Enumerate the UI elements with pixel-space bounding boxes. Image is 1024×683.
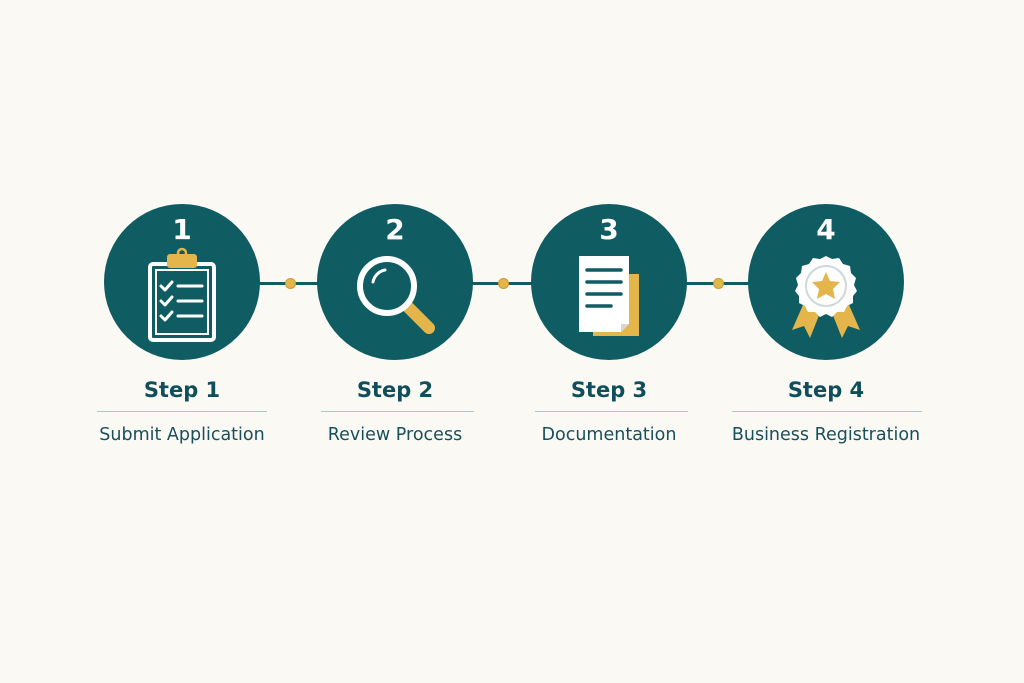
step-4: 4 Step 4 Business Registration [706,204,946,464]
step-2-title: Step 2 [356,378,434,402]
award-ribbon-icon [792,256,860,338]
step-1-title: Step 1 [143,378,221,402]
step-3-number: 3 [599,213,619,246]
step-2-number: 2 [385,213,405,246]
document-icon [579,256,639,336]
clipboard-checklist-icon [148,247,216,342]
magnifying-glass-icon [357,256,435,334]
step-2-divider [321,411,474,412]
step-2-description: Review Process [327,425,463,445]
step-1-number: 1 [172,213,192,246]
step-1-circle: 1 [104,204,260,360]
step-4-description: Business Registration [731,425,921,445]
step-4-divider [732,411,922,412]
step-1: 1 Step 1 Submit Application [62,204,302,464]
connector-dot-1-2 [285,278,296,289]
step-4-number: 4 [816,213,836,246]
step-3: 3 Step 3 Documentation [489,204,729,464]
step-3-title: Step 3 [570,378,648,402]
step-1-description: Submit Application [99,425,265,445]
connector-dot-2-3 [498,278,509,289]
connector-dot-3-4 [713,278,724,289]
step-2-circle: 2 [317,204,473,360]
step-3-divider [535,411,688,412]
step-1-divider [97,411,267,412]
step-2: 2 Step 2 Review Process [275,204,515,464]
step-3-circle: 3 [531,204,687,360]
step-4-circle: 4 [748,204,904,360]
step-4-title: Step 4 [787,378,865,402]
step-3-description: Documentation [541,425,677,445]
